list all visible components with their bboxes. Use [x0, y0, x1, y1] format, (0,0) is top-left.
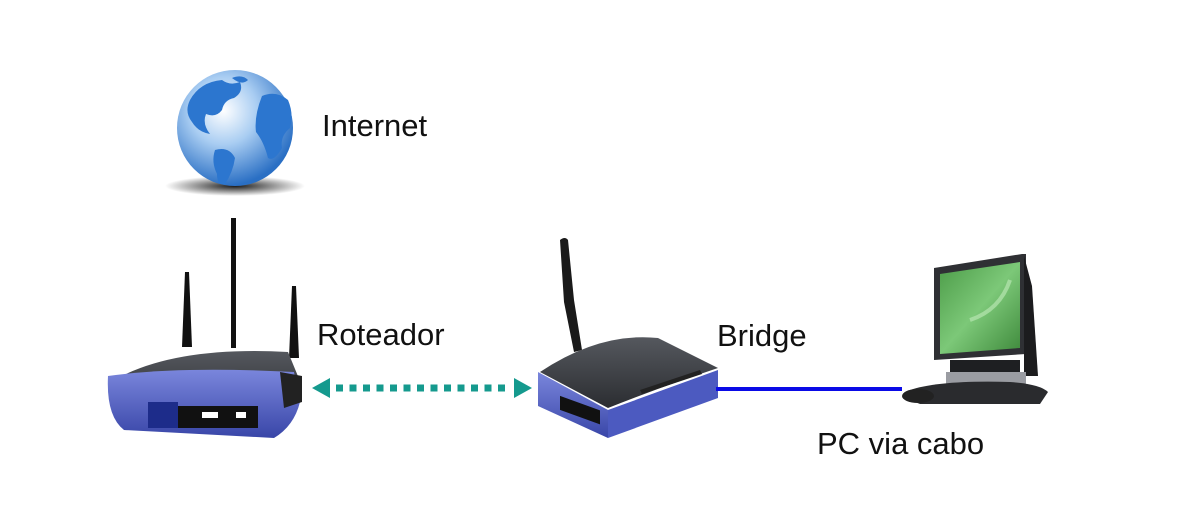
- wireless-bridge-icon: [538, 238, 718, 438]
- pc-label: PC via cabo: [817, 426, 985, 461]
- link-dot: [417, 384, 424, 392]
- link-dot: [376, 384, 384, 392]
- wireless-link-arrow: [312, 378, 532, 398]
- link-dot: [390, 384, 397, 392]
- link-dot: [349, 384, 357, 392]
- link-dot: [444, 384, 451, 392]
- desktop-computer-icon: [902, 254, 1048, 404]
- bridge-label: Bridge: [717, 318, 807, 353]
- internet-label: Internet: [322, 108, 428, 143]
- link-dot: [471, 384, 478, 392]
- link-dot: [336, 384, 343, 392]
- link-dot: [457, 384, 465, 392]
- arrowhead-left: [312, 378, 330, 398]
- link-dot: [363, 384, 370, 392]
- link-dot: [403, 384, 411, 392]
- wireless-router-icon: [107, 218, 302, 438]
- arrowhead-right: [514, 378, 532, 398]
- link-dot: [498, 384, 505, 392]
- globe-icon: [165, 70, 305, 196]
- link-dot: [484, 384, 492, 392]
- link-dot: [430, 384, 438, 392]
- router-label: Roteador: [317, 317, 445, 352]
